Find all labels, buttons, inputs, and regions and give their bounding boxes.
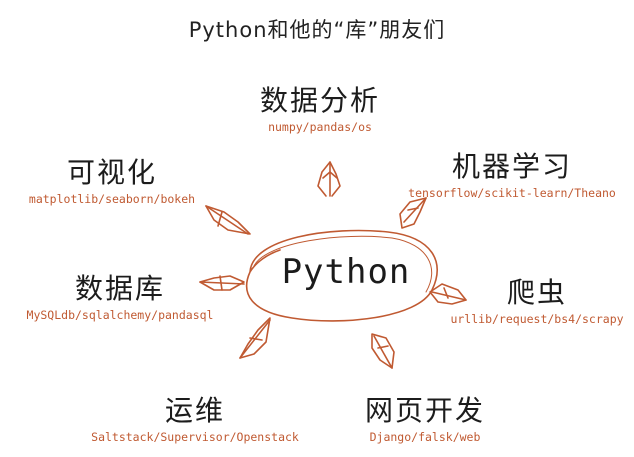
node-database: 数据库 MySQLdb/sqlalchemy/pandasql	[4, 272, 236, 323]
node-name: 运维	[164, 394, 225, 427]
arrow-to-machine-learning	[399, 197, 427, 229]
node-web-dev: 网页开发 Django/falsk/web	[340, 394, 510, 445]
arrow-to-database	[199, 275, 245, 291]
node-libs: Saltstack/Supervisor/Openstack	[91, 430, 299, 444]
arrow-to-ops	[239, 317, 271, 359]
arrow-to-data-analysis	[317, 161, 341, 197]
node-name: 机器学习	[451, 150, 572, 183]
node-name: 可视化	[66, 156, 157, 189]
center-ellipse	[245, 229, 438, 322]
arrow-to-visualization	[205, 205, 251, 235]
node-visualization: 可视化 matplotlib/seaborn/bokeh	[14, 156, 210, 207]
node-crawler: 爬虫 urllib/request/bs4/scrapy	[440, 276, 634, 327]
center-ellipse-stroke-2	[253, 235, 433, 293]
node-name: 数据分析	[259, 84, 380, 117]
arrow-to-crawler	[429, 283, 467, 305]
node-libs: Django/falsk/web	[369, 430, 481, 444]
diagram-title: Python和他的“库”朋友们	[188, 18, 446, 42]
node-libs: MySQLdb/sqlalchemy/pandasql	[26, 308, 214, 322]
arrow-to-web-dev	[371, 333, 395, 369]
node-libs: tensorflow/scikit-learn/Theano	[408, 186, 616, 200]
node-name: 数据库	[74, 272, 165, 305]
center-label-python: Python	[281, 252, 411, 292]
node-name: 爬虫	[506, 276, 567, 309]
node-libs: urllib/request/bs4/scrapy	[450, 312, 624, 326]
node-name: 网页开发	[364, 394, 485, 427]
node-libs: matplotlib/seaborn/bokeh	[28, 192, 196, 206]
node-machine-learning: 机器学习 tensorflow/scikit-learn/Theano	[390, 150, 634, 201]
node-ops: 运维 Saltstack/Supervisor/Openstack	[70, 394, 320, 445]
node-libs: numpy/pandas/os	[268, 120, 372, 134]
node-data-analysis: 数据分析 numpy/pandas/os	[205, 84, 435, 135]
